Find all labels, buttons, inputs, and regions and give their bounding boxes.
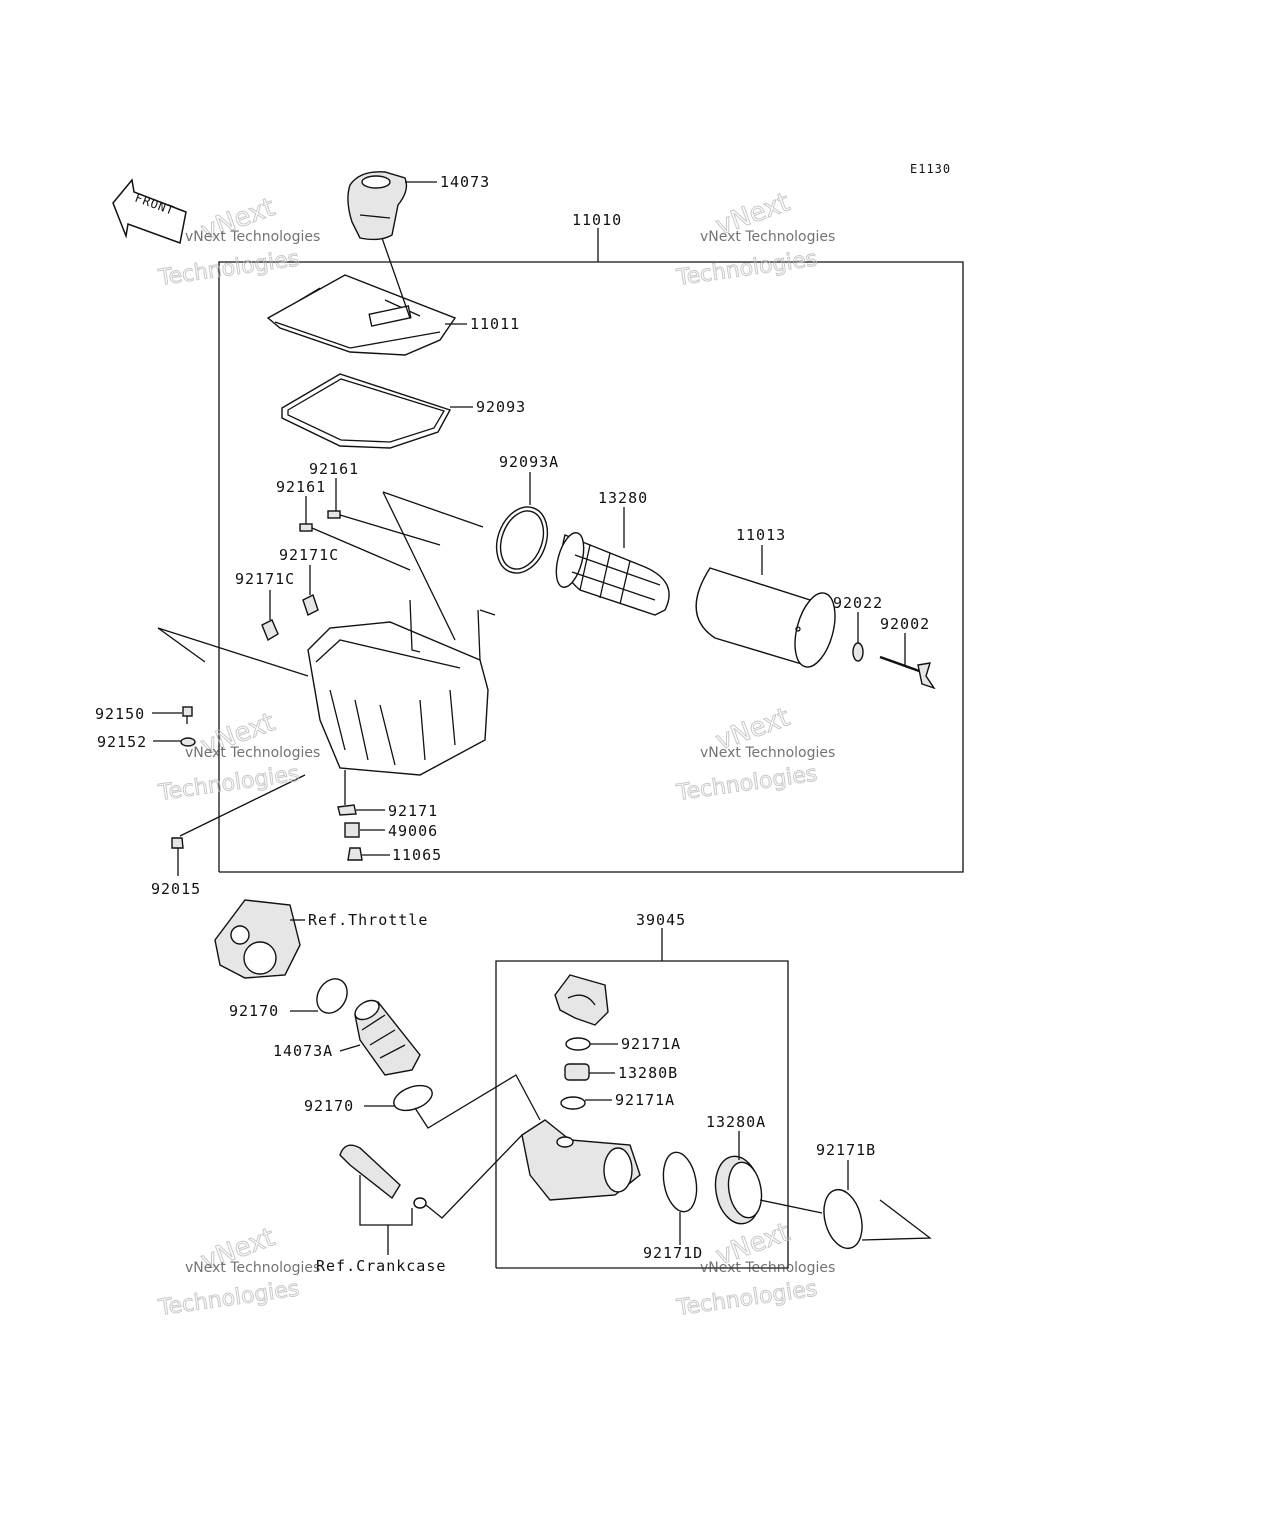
watermark-6: vNext vNext Technologies Technologies: [674, 1217, 835, 1322]
front-arrow-icon: FRONT: [112, 178, 187, 245]
label-11010: 11010: [572, 211, 622, 229]
part-92161-drawing: [299, 478, 441, 571]
watermark-4: vNext vNext Technologies Technologies: [674, 702, 835, 807]
label-92170-b: 92170: [304, 1097, 354, 1115]
part-92150-92152-drawing: [152, 706, 196, 747]
label-92152: 92152: [97, 733, 147, 751]
part-13280B-drawing: [564, 1063, 615, 1081]
part-drain-drawing: [337, 770, 390, 861]
duct-assembly-bracket: 39045: [495, 911, 789, 1269]
label-92171: 92171: [388, 802, 438, 820]
duct-cover-drawing: [554, 974, 609, 1026]
label-92170-a: 92170: [229, 1002, 279, 1020]
duct-body-drawing: [521, 1119, 641, 1201]
part-92170-a-drawing: [290, 978, 348, 1014]
part-92171A-b-drawing: [560, 1096, 612, 1110]
svg-text:Technologies: Technologies: [674, 247, 818, 292]
part-92022-drawing: [852, 612, 864, 662]
part-92171D-drawing: [662, 1151, 698, 1245]
airbox-case-drawing: [157, 491, 496, 776]
svg-text:vNext Technologies: vNext Technologies: [185, 1260, 320, 1276]
svg-text:vNext Technologies: vNext Technologies: [185, 229, 320, 245]
svg-text:Technologies: Technologies: [674, 1277, 818, 1322]
label-92171C-b: 92171C: [235, 570, 295, 588]
label-11013: 11013: [736, 526, 786, 544]
label-92171C-a: 92171C: [279, 546, 339, 564]
part-92171C-drawing: [261, 565, 319, 642]
label-13280: 13280: [598, 489, 648, 507]
svg-text:vNext Technologies: vNext Technologies: [185, 745, 320, 761]
svg-text:Technologies: Technologies: [156, 247, 300, 292]
part-13280-drawing: [555, 507, 670, 616]
label-92171D: 92171D: [643, 1244, 703, 1262]
label-92161-a: 92161: [309, 460, 359, 478]
svg-text:Technologies: Technologies: [674, 762, 818, 807]
label-13280A: 13280A: [706, 1113, 766, 1131]
label-92022: 92022: [833, 594, 883, 612]
svg-text:Technologies: Technologies: [156, 762, 300, 807]
label-11065: 11065: [392, 846, 442, 864]
part-11011-drawing: [266, 237, 467, 356]
part-92002-drawing: [879, 633, 936, 690]
label-92171A-b: 92171A: [615, 1091, 675, 1109]
part-92093-drawing: [281, 373, 473, 449]
label-14073A: 14073A: [273, 1042, 333, 1060]
throttle-body-drawing: [214, 899, 305, 979]
part-92015-drawing: [171, 774, 306, 876]
part-92171B-drawing: [759, 1160, 932, 1250]
part-13280A-drawing: [714, 1131, 763, 1225]
label-ref-crankcase: Ref.Crankcase: [316, 1257, 446, 1275]
label-92171B: 92171B: [816, 1141, 876, 1159]
label-92002: 92002: [880, 615, 930, 633]
part-92171A-a-drawing: [565, 1037, 618, 1051]
airbox-assembly-bracket: 11010: [218, 211, 964, 873]
label-92093A: 92093A: [499, 453, 559, 471]
part-14073A-drawing: [339, 999, 421, 1076]
part-14073-drawing: [347, 171, 437, 241]
label-92150: 92150: [95, 705, 145, 723]
label-11011: 11011: [470, 315, 520, 333]
label-14073: 14073: [440, 173, 490, 191]
part-11013-drawing: [695, 545, 836, 668]
svg-text:vNext Technologies: vNext Technologies: [700, 229, 835, 245]
label-49006: 49006: [388, 822, 438, 840]
part-92093A-drawing: [495, 472, 549, 574]
label-92015: 92015: [151, 880, 201, 898]
part-92170-b-drawing: [364, 1074, 541, 1129]
svg-text:vNext Technologies: vNext Technologies: [700, 1260, 835, 1276]
label-13280B: 13280B: [618, 1064, 678, 1082]
watermark-2: vNext vNext Technologies Technologies: [674, 187, 835, 292]
label-ref-throttle: Ref.Throttle: [308, 911, 428, 929]
watermark-5: vNext vNext Technologies Technologies: [156, 1222, 320, 1322]
label-39045: 39045: [636, 911, 686, 929]
label-92093: 92093: [476, 398, 526, 416]
watermark-3: vNext vNext Technologies Technologies: [156, 707, 320, 807]
diagram-code: E1130: [910, 162, 951, 176]
svg-text:vNext Technologies: vNext Technologies: [700, 745, 835, 761]
svg-text:Technologies: Technologies: [156, 1277, 300, 1322]
label-92161-b: 92161: [276, 478, 326, 496]
crankcase-hose-drawing: [339, 1134, 523, 1255]
label-92171A-a: 92171A: [621, 1035, 681, 1053]
